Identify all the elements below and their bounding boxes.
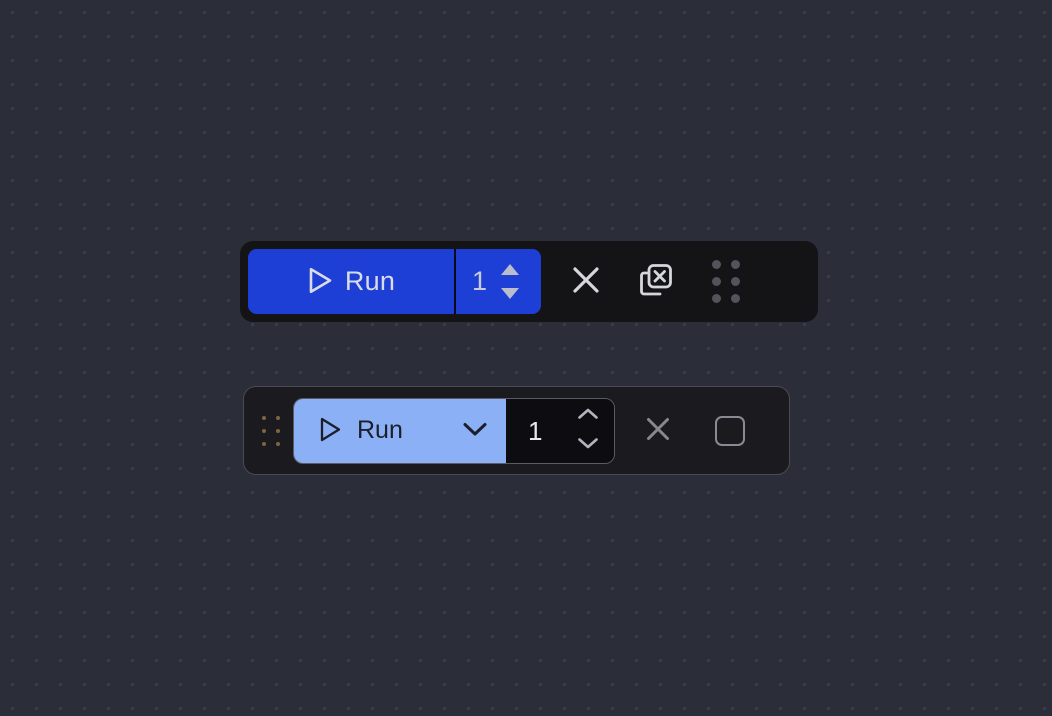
play-outline-icon bbox=[318, 416, 343, 446]
chevron-up-icon[interactable] bbox=[576, 407, 600, 426]
run-button-label: Run bbox=[357, 416, 403, 444]
run-button-label: Run bbox=[344, 266, 396, 296]
drag-handle[interactable] bbox=[695, 251, 757, 313]
triangle-down-icon[interactable] bbox=[501, 288, 520, 299]
run-count-value: 1 bbox=[472, 266, 488, 296]
run-count-value: 1 bbox=[528, 415, 543, 446]
run-count-stepper[interactable]: 1 bbox=[456, 249, 541, 314]
run-toolbar-secondary: Run 1 bbox=[243, 386, 790, 475]
close-button[interactable] bbox=[629, 402, 687, 460]
stepper-arrows bbox=[501, 264, 520, 299]
copy-with-x-icon bbox=[636, 260, 676, 303]
run-toolbar-primary: Run 1 bbox=[240, 241, 818, 322]
triangle-up-icon[interactable] bbox=[501, 264, 520, 275]
clear-outputs-button[interactable] bbox=[625, 251, 687, 313]
run-group-divider bbox=[454, 249, 456, 314]
run-button-content: Run bbox=[318, 416, 403, 446]
close-button[interactable] bbox=[555, 251, 617, 313]
close-x-icon bbox=[569, 263, 603, 300]
stepper-arrows bbox=[576, 407, 600, 455]
stop-button[interactable] bbox=[701, 402, 759, 460]
square-stop-icon bbox=[715, 415, 745, 446]
chevron-down-icon[interactable] bbox=[576, 436, 600, 455]
play-outline-icon bbox=[307, 266, 334, 298]
grip-dots-icon bbox=[262, 415, 280, 446]
run-count-stepper[interactable]: 1 bbox=[506, 398, 614, 463]
grip-dots-icon bbox=[712, 260, 740, 303]
chevron-down-icon[interactable] bbox=[460, 419, 490, 442]
run-button[interactable]: Run bbox=[294, 398, 506, 463]
close-x-icon bbox=[643, 414, 673, 447]
run-control-group-secondary: Run 1 bbox=[293, 397, 615, 464]
drag-handle[interactable] bbox=[253, 411, 289, 451]
run-control-group-primary: Run 1 bbox=[248, 249, 541, 314]
run-button[interactable]: Run bbox=[248, 249, 454, 314]
